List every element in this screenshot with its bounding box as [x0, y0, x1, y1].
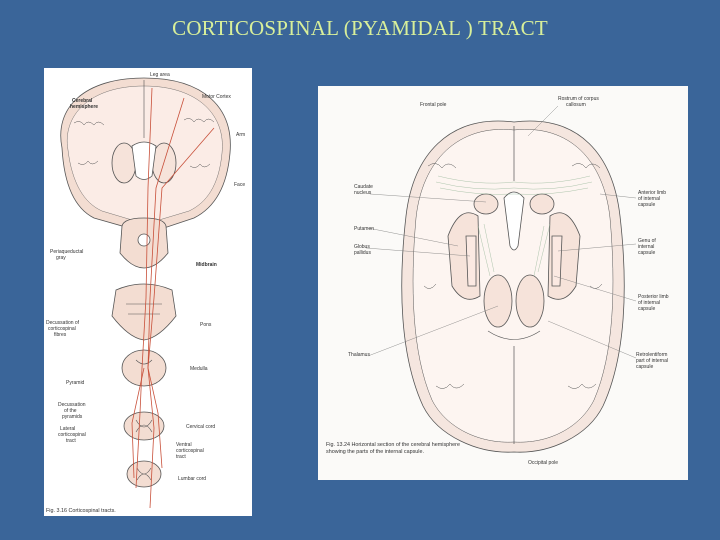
- label-fibres: fibres: [54, 332, 67, 338]
- label-genu-3: capsule: [638, 250, 655, 256]
- left-figure-labels: Leg area Cerebral hemisphere Motor Corte…: [46, 72, 245, 482]
- label-caudate-2: nucleus: [354, 190, 372, 196]
- label-lateral-cst: corticospinal: [58, 432, 86, 438]
- label-ventral-tract: tract: [176, 454, 186, 460]
- label-putamen: Putamen: [354, 226, 374, 232]
- label-caudate-1: Caudate: [354, 184, 373, 190]
- right-figure-labels: Frontal pole Rostrum of corpus callosum …: [348, 96, 669, 466]
- label-posterior-1: Posterior limb: [638, 294, 669, 300]
- right-figure-caption-line1: Fig. 13.24 Horizontal section of the cer…: [326, 442, 460, 448]
- label-genu-1: Genu of: [638, 238, 656, 244]
- label-anterior-2: of internal: [638, 196, 660, 202]
- label-motor-cortex: Motor Cortex: [202, 94, 231, 100]
- left-figure-caption: Fig. 3.16 Corticospinal tracts.: [46, 508, 116, 514]
- pointer-lines: [365, 105, 637, 359]
- label-hemisphere: hemisphere: [70, 104, 98, 110]
- label-rostrum-1: Rostrum of corpus: [558, 96, 599, 102]
- lumbar-cord-section: [126, 460, 162, 488]
- label-midbrain: Midbrain: [196, 262, 217, 268]
- label-retro-3: capsule: [636, 364, 653, 370]
- label-anterior-1: Anterior limb: [638, 190, 666, 196]
- label-of-the: of the: [64, 408, 77, 414]
- label-decussation-2: Decussation: [58, 402, 86, 408]
- label-retro-1: Retrolentiform: [636, 352, 667, 358]
- label-pyramid: Pyramid: [66, 380, 85, 386]
- horizontal-section-diagram: Frontal pole Rostrum of corpus callosum …: [326, 96, 669, 466]
- label-gray: gray: [56, 255, 66, 261]
- label-posterior-2: of internal: [638, 300, 660, 306]
- corticospinal-diagram: Leg area Cerebral hemisphere Motor Corte…: [46, 72, 245, 514]
- coronal-brain-section: [60, 77, 231, 269]
- label-face: Face: [234, 182, 245, 188]
- label-pons: Pons: [200, 322, 212, 328]
- label-cerebral: Cerebral: [72, 98, 93, 104]
- label-cervical-cord: Cervical cord: [186, 424, 215, 430]
- label-ventral: Ventral: [176, 442, 192, 448]
- label-frontal-pole: Frontal pole: [420, 102, 447, 108]
- label-medulla: Medulla: [190, 366, 208, 372]
- slide-title: CORTICOSPINAL (PYAMIDAL ) TRACT: [172, 16, 548, 40]
- label-thalamus: Thalamus: [348, 352, 370, 358]
- label-globus-2: pallidus: [354, 250, 371, 256]
- label-anterior-3: capsule: [638, 202, 655, 208]
- label-corticospinal: corticospinal: [48, 326, 76, 332]
- right-figure-caption-line2: showing the parts of the internal capsul…: [326, 449, 424, 455]
- label-posterior-3: capsule: [638, 306, 655, 312]
- label-decussation: Decussation of: [46, 320, 80, 326]
- label-ventral-cst: corticospinal: [176, 448, 204, 454]
- label-tract: tract: [66, 438, 76, 444]
- label-genu-2: internal: [638, 244, 654, 250]
- label-retro-2: part of internal: [636, 358, 668, 364]
- brain-horizontal-section: [401, 120, 625, 453]
- label-rostrum-2: callosum: [566, 102, 586, 108]
- internal-capsule-fibres: [435, 175, 593, 277]
- label-lumbar-cord: Lumbar cord: [178, 476, 206, 482]
- label-lateral: Lateral: [60, 426, 75, 432]
- label-pyramids: pyramids: [62, 414, 83, 420]
- label-arm: Arm: [236, 132, 245, 138]
- horizontal-section-figure: Frontal pole Rostrum of corpus callosum …: [318, 86, 688, 480]
- label-leg-area: Leg area: [150, 72, 170, 78]
- label-occipital-pole: Occipital pole: [528, 460, 558, 466]
- label-globus-1: Globus: [354, 244, 370, 250]
- label-periaqueductal: Periaqueductal: [50, 249, 83, 255]
- corticospinal-tract-lines: [131, 87, 215, 509]
- corticospinal-tract-figure: Leg area Cerebral hemisphere Motor Corte…: [44, 68, 252, 516]
